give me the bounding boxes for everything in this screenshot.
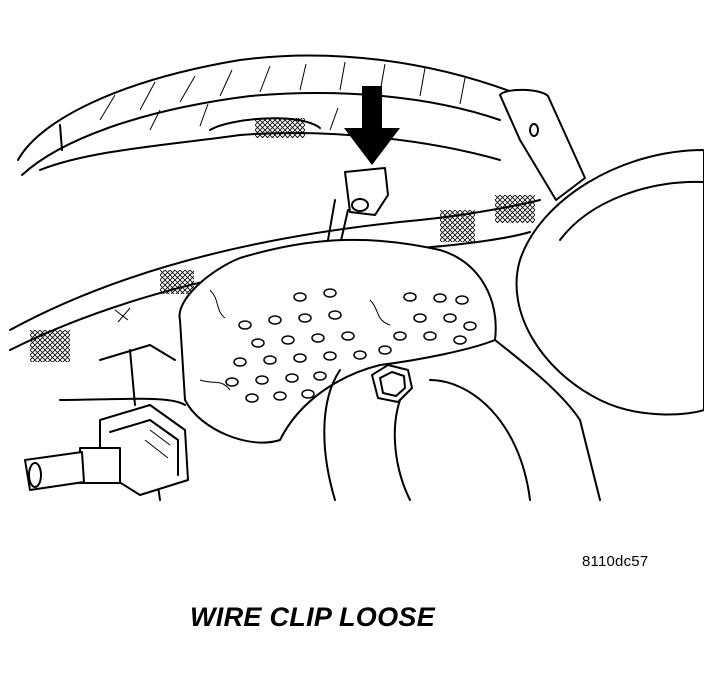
arrow-pointing-to-clip — [344, 86, 400, 165]
figure-caption: WIRE CLIP LOOSE — [190, 602, 436, 632]
panel-dimples — [225, 288, 477, 403]
hex-bolt — [371, 364, 413, 403]
lower-structure — [59, 339, 601, 501]
figure-reference-code: 8110dc57 — [582, 553, 649, 570]
upper-wire-harness — [17, 54, 521, 176]
round-component — [515, 149, 704, 416]
fender-panel — [178, 238, 497, 444]
electrical-connector — [24, 404, 189, 496]
wire-clip — [327, 167, 389, 246]
support-bracket — [499, 88, 586, 201]
wire-clip-illustration — [9, 54, 704, 501]
mid-wire-loom — [9, 195, 541, 362]
